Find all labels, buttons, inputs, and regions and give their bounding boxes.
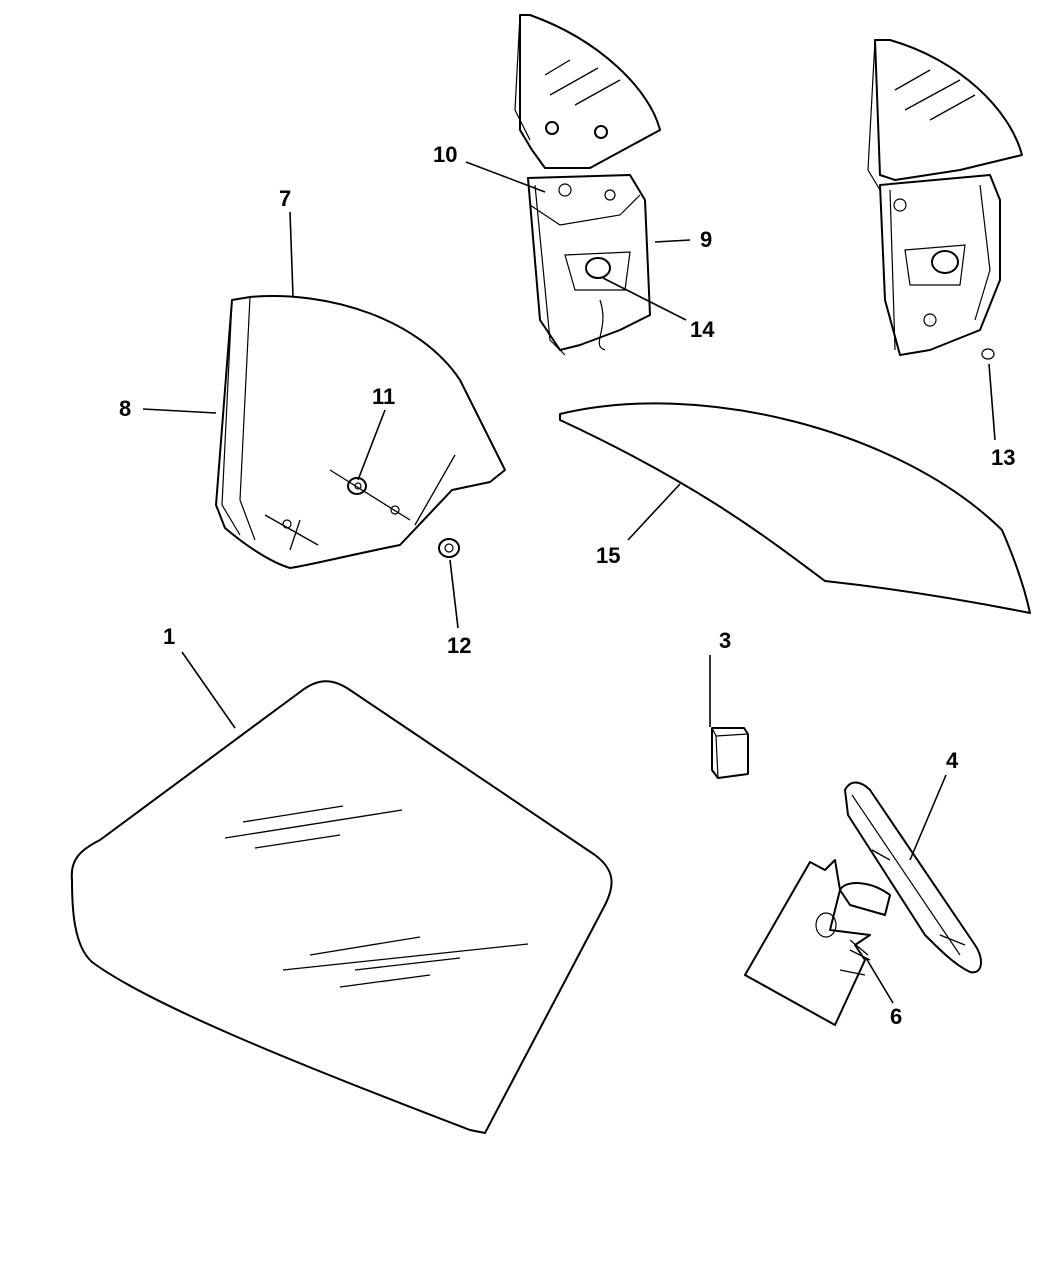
callout-14: 14 bbox=[690, 317, 715, 342]
callout-7: 7 bbox=[279, 186, 291, 211]
mirror-button-part bbox=[711, 727, 749, 779]
callout-11: 11 bbox=[372, 384, 395, 409]
glass-stud-part bbox=[347, 477, 367, 495]
windshield-part bbox=[70, 680, 613, 1134]
callout-12: 12 bbox=[447, 633, 471, 658]
callout-1: 1 bbox=[163, 624, 175, 649]
rearview-mirror-part bbox=[744, 781, 982, 1026]
window-regulator-rear-part bbox=[867, 39, 1023, 356]
callout-4: 4 bbox=[946, 748, 959, 773]
door-glass-part bbox=[215, 295, 506, 569]
leader-lines bbox=[142, 161, 996, 1004]
callout-8: 8 bbox=[119, 396, 131, 421]
callout-9: 9 bbox=[700, 227, 712, 252]
callout-13: 13 bbox=[991, 445, 1015, 470]
nut-part bbox=[438, 538, 460, 558]
callout-6: 6 bbox=[890, 1004, 902, 1029]
callout-10: 10 bbox=[433, 142, 457, 167]
callout-3: 3 bbox=[719, 628, 731, 653]
quarter-glass-part bbox=[559, 402, 1031, 614]
rear-nut-part bbox=[981, 348, 995, 360]
window-regulator-front-part bbox=[514, 14, 661, 356]
callout-15: 15 bbox=[596, 543, 620, 568]
